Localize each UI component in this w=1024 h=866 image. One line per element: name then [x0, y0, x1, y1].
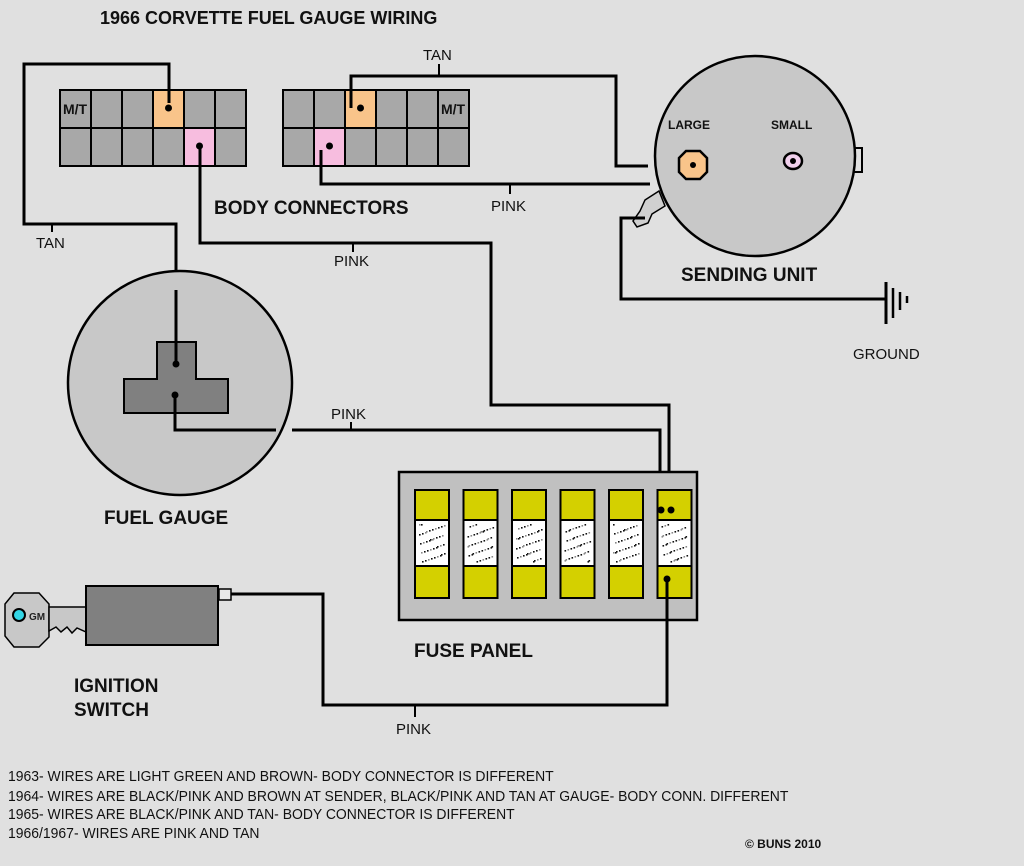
fuse-cap-bottom [656, 565, 693, 599]
fuse-cap-top [559, 489, 596, 521]
terminal-small-label: SMALL [771, 118, 812, 132]
copyright: © BUNS 2010 [745, 837, 822, 851]
right-connector-cell-r1c1 [282, 89, 315, 129]
key-brand: GM [29, 612, 45, 623]
fuel-gauge-label: FUEL GAUGE [104, 508, 228, 529]
pink-wire-fuse [198, 148, 671, 510]
fuse-cap-bottom [414, 565, 450, 599]
fuse-2 [462, 489, 499, 599]
left-connector-cell-r1c5 [183, 89, 216, 129]
left-body-connector: M/T [59, 89, 247, 167]
fuse-cap-bottom [462, 565, 499, 599]
ground-wire [619, 216, 886, 301]
right-connector-mt-label: M/T [441, 101, 466, 117]
ignition-terminal [218, 588, 232, 601]
right-connector-cell-r1c5 [406, 89, 439, 129]
fuel-gauge-terminal-block [123, 341, 229, 414]
fuse-cap-top [608, 489, 644, 521]
fuse-cap-top [656, 489, 693, 521]
fuse-cap-bottom [608, 565, 644, 599]
right-connector-cell-r2c6 [437, 127, 470, 167]
fuel-gauge [66, 269, 294, 497]
left-connector-cell-r2c1 [59, 127, 92, 167]
right-connector-cell-r2c5 [406, 127, 439, 167]
right-connector-cell-r2c3 [344, 127, 377, 167]
fuse-3 [511, 489, 547, 599]
sender-body [653, 54, 857, 258]
fuse-5 [608, 489, 644, 599]
fuse-cap-bottom [559, 565, 596, 599]
right-body-connector: M/T [282, 89, 470, 167]
fuse-cap-bottom [511, 565, 547, 599]
fuse-panel-label: FUSE PANEL [414, 641, 533, 662]
ground-label: GROUND [853, 346, 920, 363]
terminal-small-pin [790, 158, 796, 164]
pink-wire-label-ignition: PINK [396, 721, 431, 738]
pink-wire-sender [319, 150, 650, 186]
fuse6-pin-b [667, 506, 675, 514]
note-1965: 1965- WIRES ARE BLACK/PINK AND TAN- BODY… [8, 806, 515, 823]
ground-symbol [884, 282, 909, 324]
terminal-large-pin [690, 162, 696, 168]
diagram-title: 1966 CORVETTE FUEL GAUGE WIRING [100, 8, 437, 28]
tan-wire-label-left: TAN [36, 235, 65, 252]
right-connector-cell-r1c2 [313, 89, 346, 129]
pink-wire-label-middle: PINK [334, 253, 369, 270]
sending-unit-label: SENDING UNIT [681, 265, 818, 286]
sending-unit: LARGE SMALL [632, 54, 863, 258]
fuse-4 [559, 489, 596, 599]
ignition-label-line1: IGNITION [74, 676, 158, 697]
key-emblem-icon [12, 608, 26, 622]
fuse-panel [397, 470, 699, 622]
ignition-label-line2: SWITCH [74, 700, 149, 721]
left-connector-cell-r2c3 [121, 127, 154, 167]
left-connector-pink-pin [196, 142, 203, 150]
fuse6-pin-a [657, 506, 665, 514]
left-connector-tan-pin [165, 104, 172, 112]
ignition-switch: GM [4, 585, 232, 648]
left-connector-cell-r2c2 [90, 127, 123, 167]
fuse-cap-top [462, 489, 499, 521]
right-connector-cell-r1c4 [375, 89, 408, 129]
note-1964: 1964- WIRES ARE BLACK/PINK AND BROWN AT … [8, 788, 789, 805]
tan-wire-label-top: TAN [423, 47, 452, 64]
left-connector-cell-r2c6 [214, 127, 247, 167]
note-1966-1967: 1966/1967- WIRES ARE PINK AND TAN [8, 825, 260, 842]
tan-wire-gauge [22, 62, 178, 368]
left-connector-cell-r1c3 [121, 89, 154, 129]
fuse-cap-top [511, 489, 547, 521]
pink-wire-gauge [173, 395, 276, 432]
left-connector-cell-r1c2 [90, 89, 123, 129]
left-connector-cell-r1c6 [214, 89, 247, 129]
sender-ground-lug [632, 189, 666, 228]
pink-wire-ignition [231, 579, 669, 707]
pink-wire-label-gauge: PINK [331, 406, 366, 423]
note-1963: 1963- WIRES ARE LIGHT GREEN AND BROWN- B… [8, 768, 554, 785]
key-blade [48, 606, 87, 635]
body-connectors-label: BODY CONNECTORS [214, 198, 409, 219]
fuse-6 [656, 489, 693, 599]
key-head [4, 592, 50, 648]
right-connector-cell-r2c4 [375, 127, 408, 167]
right-connector-cell-r2c1 [282, 127, 315, 167]
fuse-1 [414, 489, 450, 599]
left-connector-cell-r2c4 [152, 127, 185, 167]
ignition-body [85, 585, 219, 646]
right-connector-pink-pin [326, 142, 333, 150]
fuse-cap-top [414, 489, 450, 521]
terminal-large-label: LARGE [668, 118, 710, 132]
tan-wire-sender [349, 74, 648, 168]
pink-wire-label-sender: PINK [491, 198, 526, 215]
left-connector-mt-label: M/T [63, 101, 88, 117]
right-connector-tan-pin [357, 104, 364, 112]
